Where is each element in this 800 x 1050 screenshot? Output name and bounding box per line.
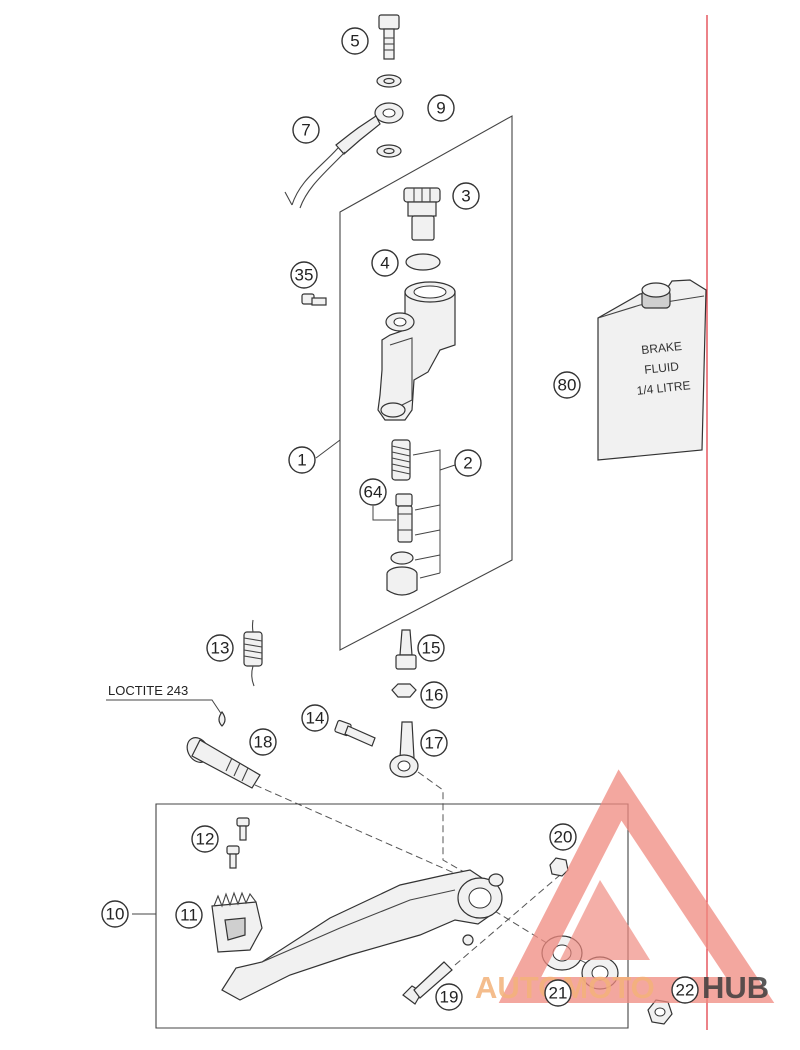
svg-text:16: 16 [425,686,444,705]
callout-19: 19 [435,983,463,1011]
svg-text:20: 20 [554,828,573,847]
callout-17: 17 [420,729,448,757]
svg-text:3: 3 [461,187,470,206]
callout-4: 4 [371,249,399,277]
reservoir-cap-part [403,187,441,241]
master-cylinder-group-outline [339,115,513,651]
adjuster-bolt-part [334,719,376,747]
svg-text:2: 2 [463,454,472,473]
brake-pedal-lever-part [221,869,504,1001]
brake-hose-part [284,102,404,209]
watermark-logo [498,769,775,1003]
svg-text:18: 18 [254,733,273,752]
svg-text:35: 35 [295,266,314,285]
callout-64: 64 [359,478,387,506]
svg-text:7: 7 [301,121,310,140]
brake-fluid-bottle: BRAKE FLUID 1/4 LITRE [597,279,707,461]
fluid-label-line1: BRAKE [641,339,683,357]
callout-35: 35 [290,261,318,289]
svg-text:19: 19 [440,988,459,1007]
piston-spring-part [391,439,411,481]
o-ring-part [405,253,441,271]
callout-9: 9 [427,94,455,122]
callout-80: 80 [553,371,581,399]
callout-21: 21 [544,979,572,1007]
callout-10: 10 [101,900,129,928]
callout-16: 16 [420,681,448,709]
callout-7: 7 [292,116,320,144]
callout-15: 15 [417,634,445,662]
svg-text:13: 13 [211,639,230,658]
svg-text:15: 15 [422,639,441,658]
callout-20: 20 [549,823,577,851]
svg-text:14: 14 [306,709,325,728]
loctite-label: LOCTITE 243 [108,683,188,698]
banjo-bolt-part [378,14,400,60]
callout-13: 13 [206,634,234,662]
screw-35-part [301,293,327,306]
pedal-tip-part [211,891,263,953]
callout-5: 5 [341,27,369,55]
loctite-drop-icon [218,710,226,727]
fluid-label-line3: 1/4 LITRE [636,378,691,398]
pivot-bolt-part [186,737,261,789]
callout-1: 1 [288,446,316,474]
circlip-part [390,551,414,565]
svg-text:9: 9 [436,99,445,118]
svg-text:11: 11 [180,906,198,925]
svg-text:10: 10 [106,905,125,924]
svg-text:64: 64 [364,483,383,502]
callout-22: 22 [671,976,699,1004]
push-rod-part [395,629,417,670]
callout-2: 2 [454,449,482,477]
piston-part [395,493,413,543]
callout-11: 11 [175,901,203,929]
footpeg-bolts-part [226,817,250,869]
svg-text:5: 5 [350,32,359,51]
callout-14: 14 [301,704,329,732]
watermark-text-b: HUB [702,970,769,1005]
dust-boot-part [386,566,418,596]
pedal-group-outline [155,803,629,1029]
stop-bolt-part [402,961,453,1005]
svg-text:17: 17 [425,734,444,753]
svg-text:80: 80 [558,376,577,395]
fluid-label-line2: FLUID [644,359,680,377]
callout-18: 18 [249,728,277,756]
callout-12: 12 [191,825,219,853]
svg-text:12: 12 [196,830,215,849]
return-spring-part [243,619,263,687]
svg-text:22: 22 [676,981,695,1000]
svg-text:1: 1 [297,451,306,470]
svg-text:4: 4 [380,254,389,273]
nut-22-part [647,999,673,1025]
master-cylinder-body-part [377,281,456,421]
nut-16-part [391,683,417,698]
callout-3: 3 [452,182,480,210]
clevis-part [389,721,419,778]
svg-text:21: 21 [549,984,568,1003]
